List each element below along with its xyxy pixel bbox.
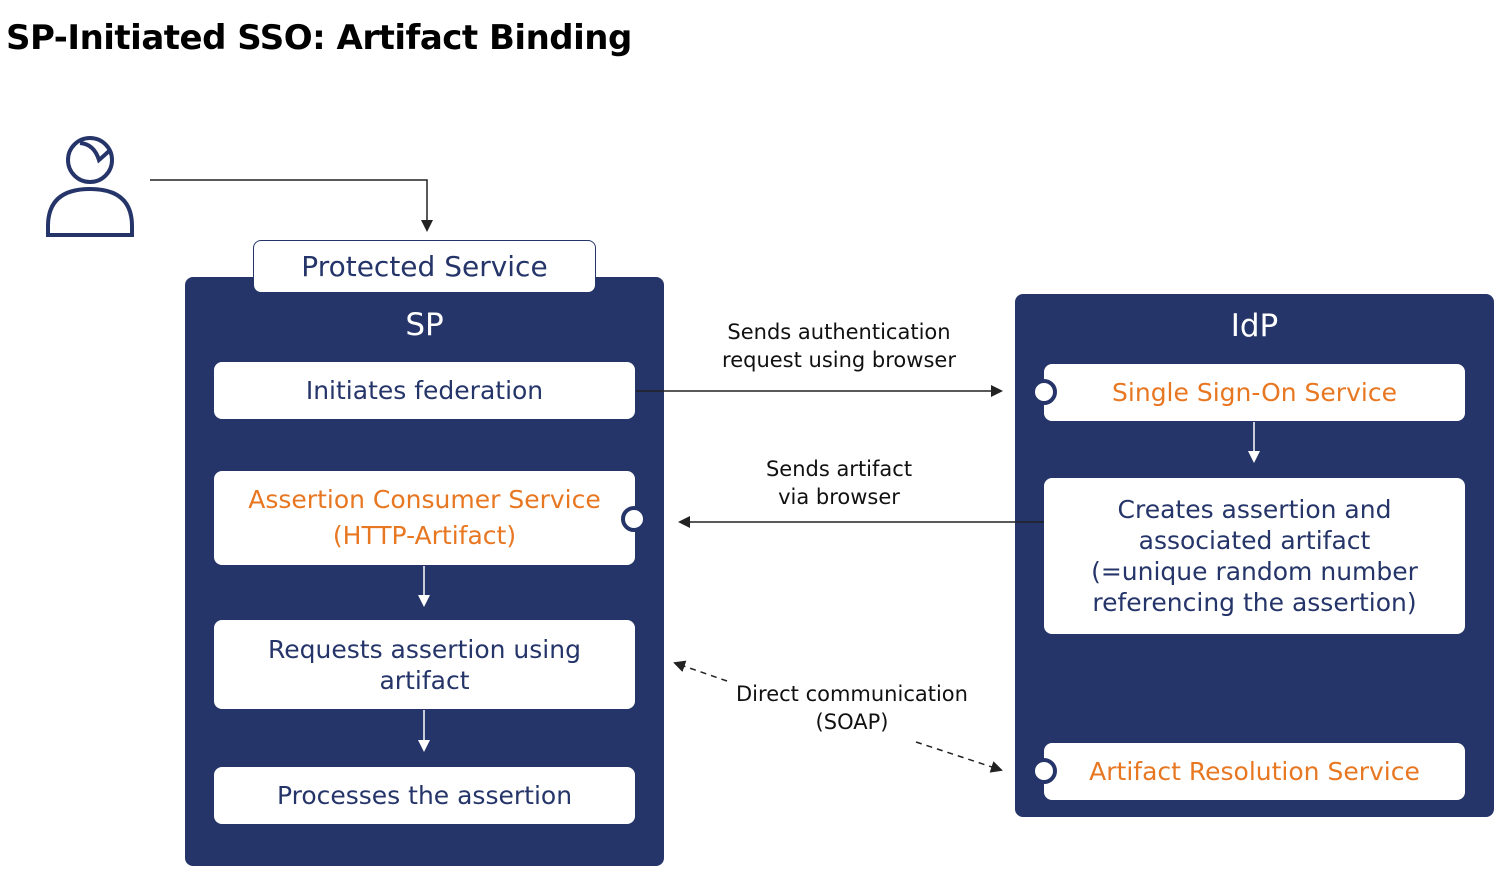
sp-title: SP (405, 307, 444, 343)
soap-arrow-to-sp (673, 660, 728, 682)
sso-endpoint-port (1031, 379, 1057, 405)
creates-line2: associated artifact (1138, 526, 1371, 555)
idp-title: IdP (1230, 308, 1279, 344)
creates-line4: referencing the assertion) (1092, 588, 1417, 617)
creates-line1: Creates assertion and (1117, 495, 1392, 524)
creates-assertion-step: Creates assertion and associated artifac… (1044, 478, 1465, 634)
processes-assertion-step: Processes the assertion (214, 767, 635, 824)
auth-request-line2: request using browser (722, 348, 956, 372)
send-artifact-label: Sends artifact via browser (689, 455, 989, 511)
send-artifact-line2: via browser (778, 485, 900, 509)
acs-endpoint-port (621, 506, 647, 532)
artifact-resolution-service: Artifact Resolution Service (1044, 743, 1465, 800)
auth-request-label: Sends authentication request using brows… (689, 318, 989, 374)
page-title: SP-Initiated SSO: Artifact Binding (6, 18, 632, 58)
requests-line2: artifact (379, 665, 470, 695)
auth-request-line1: Sends authentication (727, 320, 951, 344)
user-to-service-arrow (150, 179, 433, 232)
acs-line2: (HTTP-Artifact) (332, 521, 517, 550)
soap-line1: Direct communication (736, 682, 968, 706)
ars-endpoint-port (1031, 758, 1057, 784)
acs-line1: Assertion Consumer Service (248, 485, 601, 514)
initiates-federation-step: Initiates federation (214, 362, 635, 419)
soap-label: Direct communication (SOAP) (702, 680, 1002, 736)
send-artifact-line1: Sends artifact (765, 457, 913, 481)
requests-assertion-step: Requests assertion using artifact (214, 620, 635, 709)
user-icon (46, 136, 134, 237)
protected-service-tab: Protected Service (253, 240, 596, 293)
assertion-consumer-service: Assertion Consumer Service (HTTP-Artifac… (214, 471, 635, 565)
creates-line3: (=unique random number (1091, 557, 1418, 586)
soap-line2: (SOAP) (815, 710, 889, 734)
soap-arrow-to-idp (915, 741, 1003, 773)
requests-line1: Requests assertion using (268, 634, 581, 664)
single-sign-on-service: Single Sign-On Service (1044, 364, 1465, 421)
